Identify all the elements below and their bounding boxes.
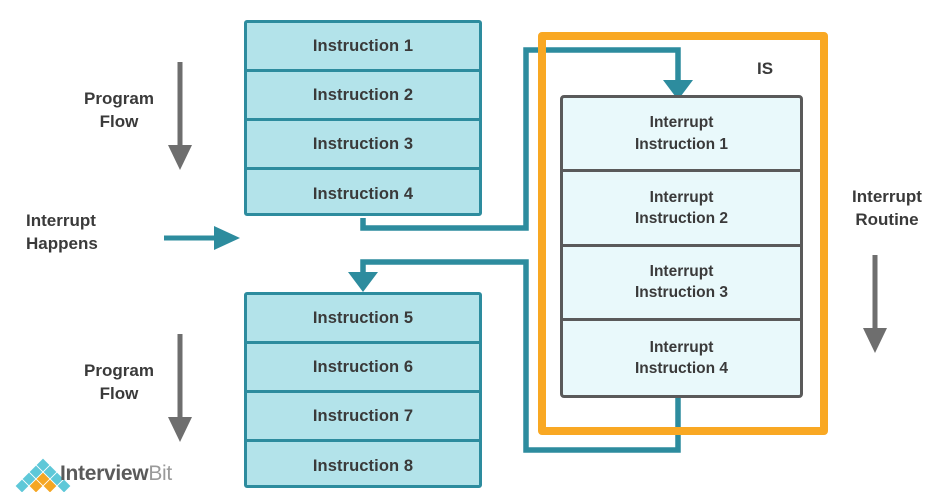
caption-line2: Flow (99, 383, 139, 403)
interrupt-instruction-line1: Interrupt (649, 188, 714, 206)
caption-line1: Interrupt (852, 187, 922, 206)
interrupt-happens-arrow (164, 226, 240, 250)
interrupt-instruction-line2: Instruction 1 (634, 135, 728, 153)
interrupt-instruction-row[interactable]: Interrupt Instruction 2 (563, 172, 800, 247)
interrupt-instruction-line1: Interrupt (649, 114, 714, 132)
caption-interrupt-routine: Interrupt Routine (828, 186, 946, 232)
instruction-row[interactable]: Instruction 4 (312, 185, 414, 203)
instruction-row[interactable]: Instruction 1 (247, 23, 479, 72)
caption-interrupt-happens: Interrupt Happens (26, 210, 158, 256)
logo-text-primary: Interview (60, 462, 149, 485)
instruction-row[interactable]: Instruction 8 (312, 457, 414, 475)
instruction-row[interactable]: Instruction 6 (247, 344, 479, 393)
interrupt-instruction-line1: Interrupt (649, 338, 714, 356)
interrupt-routine-arrow (863, 255, 887, 353)
interrupt-routine-container (538, 32, 828, 435)
interrupt-instruction-row[interactable]: Interrupt Instruction 4 (563, 321, 800, 395)
caption-line1: Program (84, 89, 154, 108)
interrupt-instruction-row[interactable]: Interrupt Instruction 3 (563, 247, 800, 321)
instruction-row[interactable]: Instruction 5 (247, 295, 479, 344)
instruction-row[interactable]: Instruction 2 (247, 72, 479, 121)
interrupt-service-label: IS (756, 59, 774, 78)
interrupt-instruction-line2: Instruction 3 (634, 284, 728, 302)
interviewbit-logo-icon (15, 458, 71, 492)
interrupt-instruction-line2: Instruction 2 (634, 209, 728, 227)
main-program-stack-bottom: Instruction 5 Instruction 6 Instruction … (244, 292, 482, 488)
caption-line2: Flow (99, 111, 139, 131)
caption-line1: Interrupt (26, 211, 96, 230)
main-program-stack-top: Instruction 1 Instruction 2 Instruction … (244, 20, 482, 216)
caption-line2: Routine (855, 209, 919, 229)
instruction-row[interactable]: Instruction 3 (247, 121, 479, 170)
instruction-row[interactable]: Instruction 7 (247, 393, 479, 442)
interrupt-service-stack: Interrupt Instruction 1 Interrupt Instru… (560, 95, 803, 398)
interrupt-instruction-line1: Interrupt (649, 262, 714, 280)
interrupt-instruction-line2: Instruction 4 (634, 359, 728, 377)
caption-program-flow-bottom: Program Flow (58, 360, 180, 406)
interrupt-instruction-row[interactable]: Interrupt Instruction 1 (563, 98, 800, 173)
interviewbit-wordmark: InterviewBit (60, 462, 172, 486)
logo-text-secondary: Bit (148, 462, 172, 485)
caption-program-flow-top: Program Flow (58, 88, 180, 134)
caption-line2: Happens (26, 233, 98, 253)
caption-line1: Program (84, 361, 154, 380)
